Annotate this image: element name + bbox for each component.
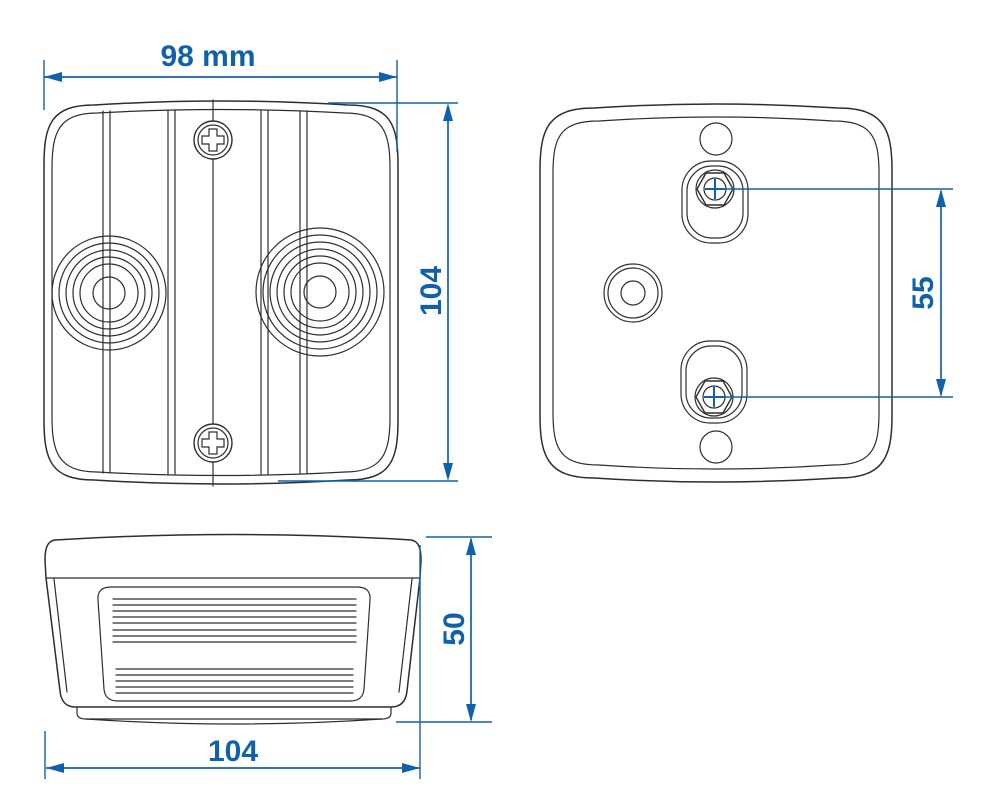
- back-spacing-label: 55: [907, 276, 940, 309]
- arrow-up-icon: [443, 103, 453, 121]
- side-base-curve: [85, 718, 383, 725]
- arrow-left-icon: [44, 72, 62, 82]
- dimension-side-height: 50: [396, 536, 492, 723]
- front-inner-outline: [51, 108, 391, 477]
- front-height-label: 104: [415, 266, 448, 316]
- arrow-down-icon: [466, 704, 476, 722]
- arrow-right-icon: [402, 763, 420, 773]
- back-hole-top: [699, 122, 733, 156]
- arrow-up-icon: [936, 189, 946, 207]
- back-outer-outline: [539, 103, 893, 483]
- back-hole-bottom: [699, 430, 733, 464]
- arrow-right-icon: [379, 72, 397, 82]
- dimension-back-spacing: 55: [704, 179, 953, 407]
- back-mount-top: [681, 160, 749, 244]
- side-ridges-top: [112, 598, 357, 643]
- front-screw-bottom: [193, 423, 233, 463]
- side-base-lip: [76, 706, 392, 720]
- dimension-front-width: 98 mm: [43, 40, 398, 152]
- front-lens-right: [255, 227, 385, 357]
- back-view: [539, 103, 893, 483]
- back-cable-gland: [603, 263, 663, 323]
- side-recessed-panel: [97, 586, 371, 702]
- dimension-front-height: 104: [278, 102, 458, 482]
- front-view: [43, 99, 399, 487]
- arrow-down-icon: [443, 463, 453, 481]
- front-outer-outline: [43, 100, 399, 485]
- dimension-side-width: 104: [44, 545, 421, 779]
- front-screw-top: [193, 120, 233, 160]
- arrow-down-icon: [936, 379, 946, 397]
- side-view: [44, 533, 422, 725]
- center-mark-bottom: [704, 387, 724, 407]
- front-lens-left: [51, 235, 167, 351]
- side-silhouette: [44, 533, 422, 708]
- side-width-label: 104: [208, 735, 258, 768]
- side-inner-edge-right: [398, 578, 413, 693]
- side-inner-edge-left: [53, 578, 68, 693]
- center-mark-top: [705, 179, 725, 199]
- back-inner-outline: [552, 116, 880, 470]
- arrow-left-icon: [46, 763, 64, 773]
- front-rib-lines: [102, 99, 308, 487]
- side-height-label: 50: [438, 612, 471, 645]
- front-width-label: 98 mm: [160, 40, 255, 73]
- side-ridges-bottom: [115, 668, 354, 694]
- arrow-up-icon: [466, 537, 476, 555]
- back-mount-bottom: [680, 340, 748, 424]
